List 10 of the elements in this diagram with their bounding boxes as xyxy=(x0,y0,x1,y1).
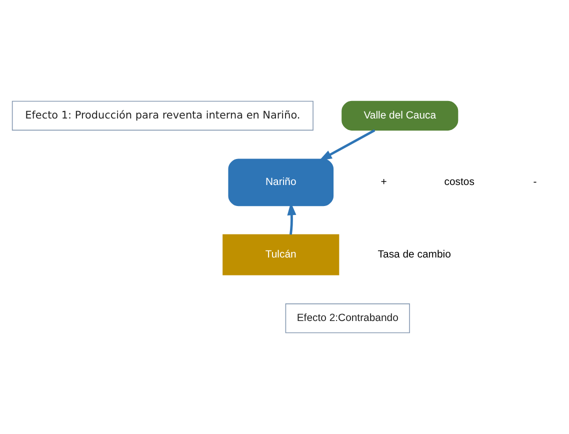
label: costos xyxy=(444,177,474,188)
node-box: Efecto 1: Producción para reventa interna en Nariño. xyxy=(12,100,314,131)
label: + xyxy=(380,177,387,188)
node-box: Tulcán xyxy=(222,234,340,276)
label: Tasa de cambio xyxy=(378,250,451,261)
node-box: Efecto 2:Contrabando xyxy=(285,303,410,334)
label: - xyxy=(533,177,537,188)
node-box: Valle del Cauca xyxy=(342,100,458,131)
arrow xyxy=(319,129,376,161)
node-box: Nariño xyxy=(228,158,334,206)
